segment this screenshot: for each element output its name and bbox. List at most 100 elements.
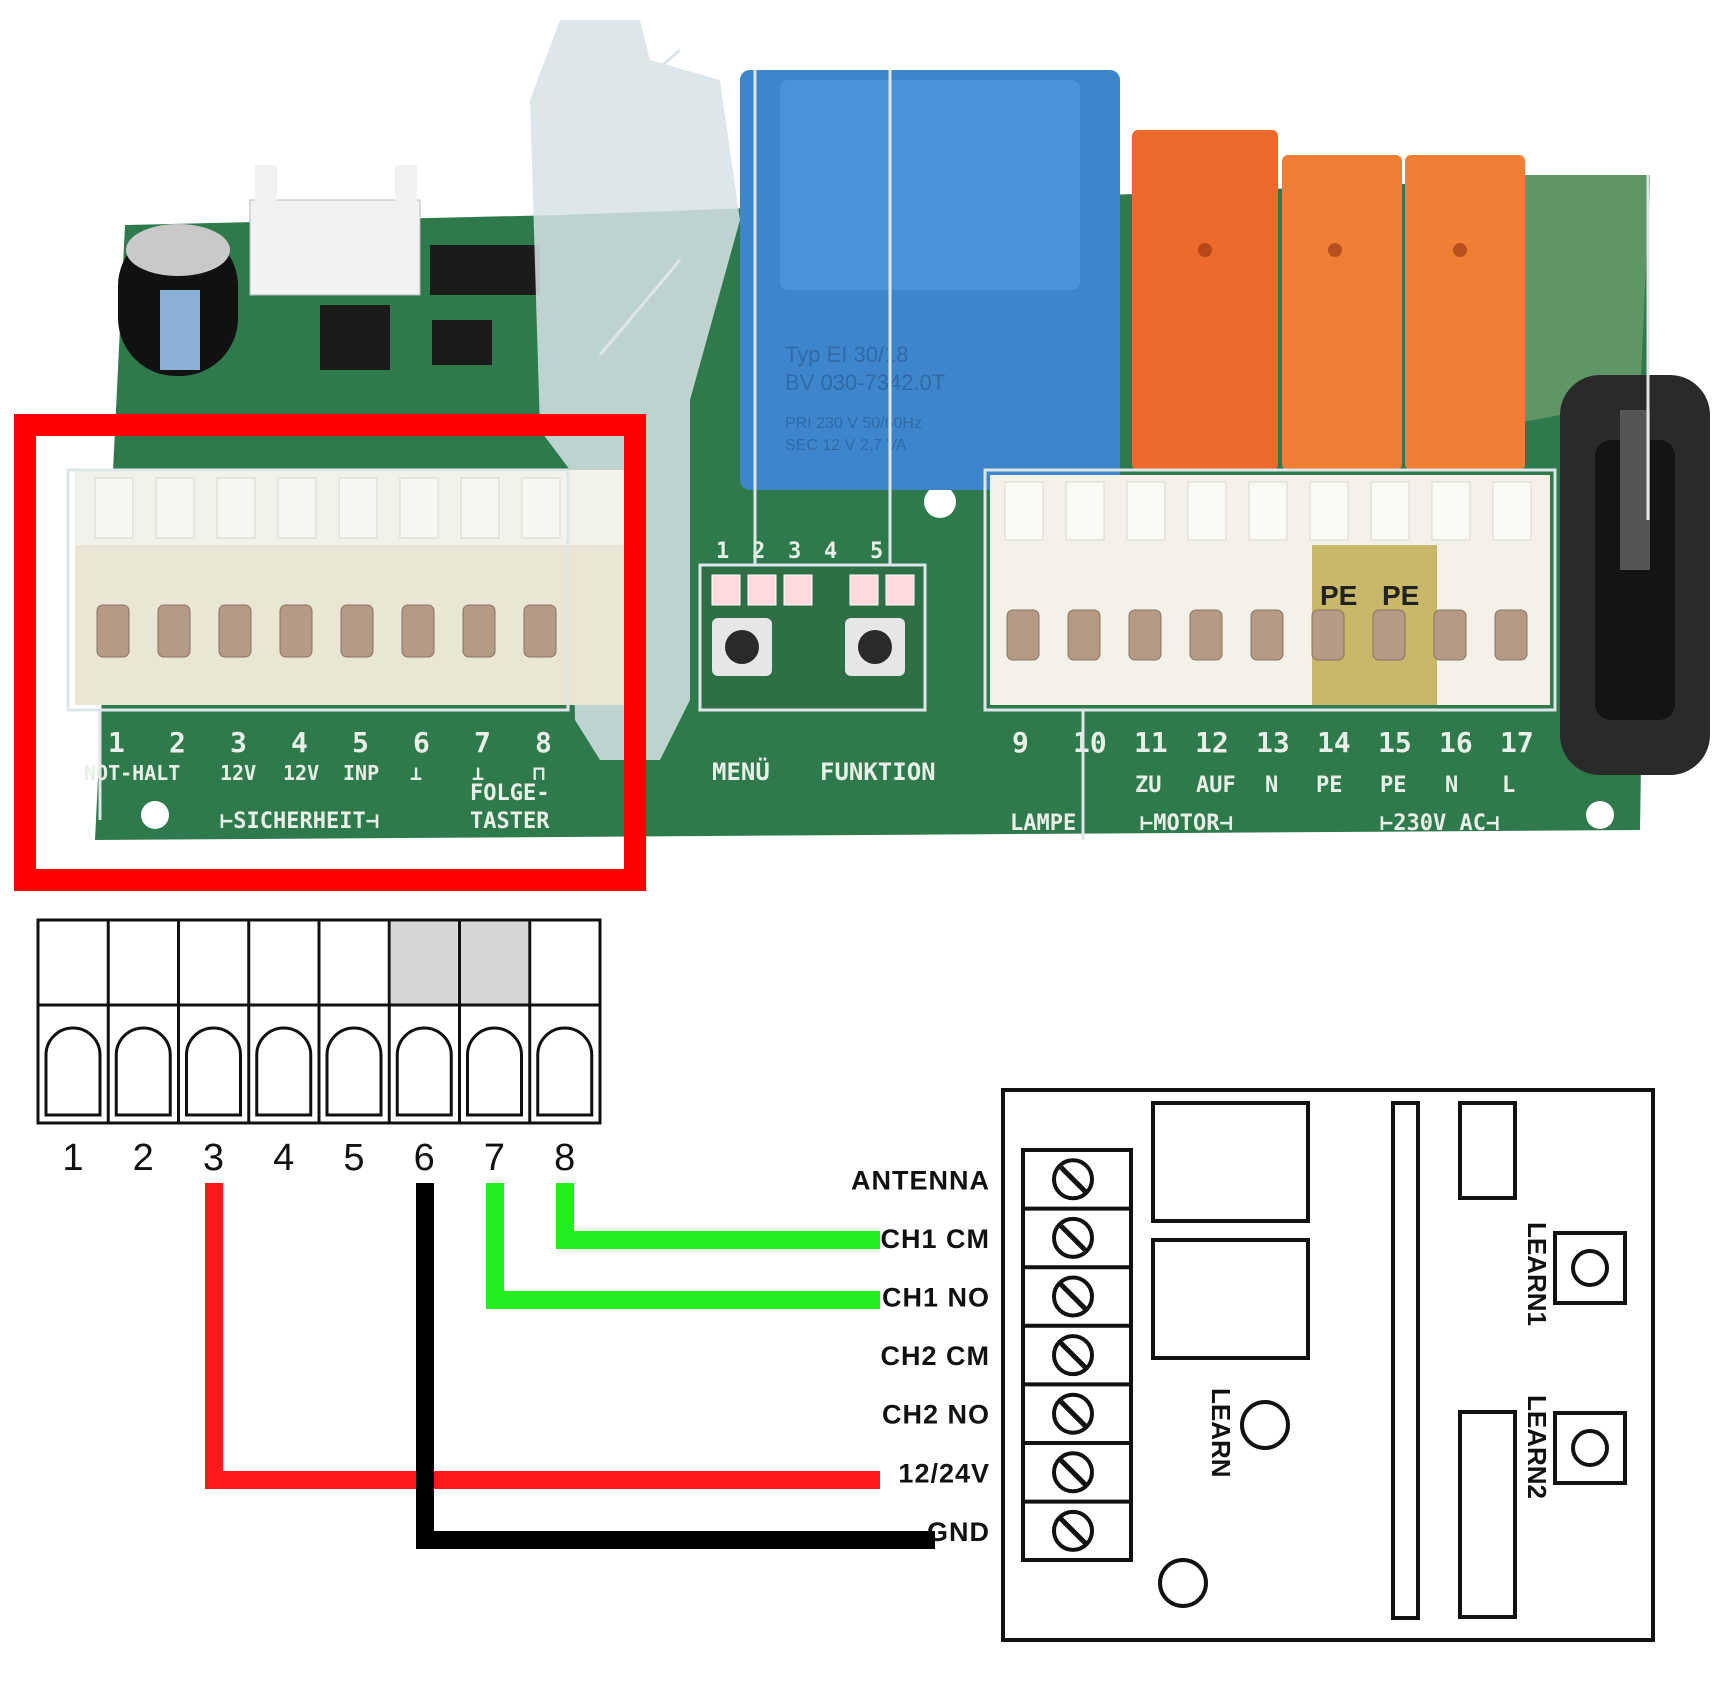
learn1-label: LEARN1 [1522, 1222, 1552, 1326]
board-right-slot [1128, 609, 1162, 661]
board-right-name: PE [1380, 773, 1407, 798]
board-right-slot [1433, 609, 1467, 661]
board-left-slot [218, 604, 252, 658]
board-left-number: 2 [169, 726, 186, 759]
terminal-numbers: 1 2 3 4 5 6 7 8 [62, 1137, 575, 1179]
wire-gnd [416, 1183, 935, 1549]
board-right-slot [1250, 609, 1284, 661]
board-right-name: AUF [1196, 773, 1236, 798]
terminal-number: 1 [62, 1137, 83, 1179]
funktion-label: FUNKTION [820, 758, 936, 786]
transformer-line-1: Typ EI 30/18 [785, 342, 909, 367]
board-right-name: ZU [1135, 773, 1162, 798]
receiver-pin-label: GND [927, 1517, 990, 1547]
led-number: 4 [824, 539, 837, 564]
terminal-slot [325, 1026, 383, 1117]
wires [205, 1183, 935, 1549]
sicherheit-label: ⊢SICHERHEIT⊣ [220, 809, 379, 834]
folge-label: FOLGE- [470, 781, 549, 806]
board-left-slot [279, 604, 313, 658]
board-left-name: INP [343, 761, 379, 785]
board-right-number: 14 [1317, 726, 1351, 759]
board-right-number: 13 [1256, 726, 1290, 759]
terminal-slot [114, 1026, 172, 1117]
learn2-label: LEARN2 [1522, 1395, 1552, 1499]
board-right-name: PE [1316, 773, 1343, 798]
wire-ch1-no [486, 1183, 880, 1309]
lampe-label: LAMPE [1010, 811, 1076, 836]
receiver-pin-label: 12/24V [898, 1458, 990, 1488]
board-left-name: NOT-HALT [84, 761, 180, 785]
board-right-slot [1494, 609, 1528, 661]
board-left-slot [340, 604, 374, 658]
board-left-number: 4 [291, 726, 308, 759]
left-terminal-block [75, 470, 645, 705]
terminal-number: 4 [273, 1137, 294, 1179]
receiver-pin-label: CH2 CM [880, 1341, 990, 1371]
led-number: 5 [870, 539, 883, 564]
terminal-number: 3 [203, 1137, 224, 1179]
right-terminal-block: PE PE [983, 468, 1557, 712]
learn-label: LEARN [1206, 1388, 1236, 1478]
board-right-slot [1189, 609, 1223, 661]
board-left-number: 5 [352, 726, 369, 759]
terminal-slot [536, 1026, 594, 1117]
board-left-name: 12V [220, 761, 256, 785]
taster-label: TASTER [470, 809, 550, 834]
capacitor [118, 224, 238, 376]
led-number: 3 [788, 539, 801, 564]
board-right-number: 15 [1378, 726, 1412, 759]
highlight-box [14, 414, 646, 891]
board-left-slot [157, 604, 191, 658]
receiver-pin-label: ANTENNA [851, 1165, 990, 1195]
board-left-slot [462, 604, 496, 658]
board-left-number: 3 [230, 726, 247, 759]
transformer-line-3: PRI 230 V 50/60Hz [785, 415, 922, 432]
board-right-name: L [1502, 773, 1515, 798]
screw-terminal-block [1021, 1148, 1133, 1562]
learn-button [1240, 1400, 1290, 1450]
board-right-number: 10 [1073, 726, 1107, 759]
board-right-slot [1372, 609, 1406, 661]
board-left-number: 1 [108, 726, 125, 759]
board-right-number: 17 [1500, 726, 1534, 759]
terminal-number: 5 [343, 1137, 364, 1179]
board-right-number: 12 [1195, 726, 1229, 759]
motor-label: ⊢MOTOR⊣ [1140, 811, 1233, 836]
led-number: 1 [716, 539, 729, 564]
board-right-name: N [1445, 773, 1458, 798]
terminal-slot [466, 1026, 523, 1117]
pe-label-1: PE [1320, 580, 1357, 611]
board-right-number: 16 [1439, 726, 1473, 759]
board-left-name: 12V [283, 761, 319, 785]
wire-12v [205, 1183, 880, 1489]
board-right-slot [1006, 609, 1040, 661]
transformer: Typ EI 30/18 BV 030-7342.0T PRI 230 V 50… [740, 70, 1120, 490]
pe-label-2: PE [1382, 580, 1419, 611]
terminal-slot [255, 1026, 313, 1117]
receiver-pin-label: CH1 NO [882, 1283, 990, 1313]
board-right-slot [1067, 609, 1101, 661]
fuse-holder [1560, 375, 1710, 775]
terminal-number: 2 [133, 1137, 154, 1179]
board-left-number: 6 [413, 726, 430, 759]
ac-label: ⊢230V AC⊣ [1380, 811, 1499, 836]
board-right-number: 11 [1134, 726, 1168, 759]
transformer-line-2: BV 030-7342.0T [785, 370, 945, 395]
terminal-number: 8 [554, 1137, 575, 1179]
terminal-slot [395, 1026, 453, 1117]
terminal-strip [36, 918, 602, 1125]
board-right-slot [1311, 609, 1345, 661]
board-left-slot [96, 604, 130, 658]
board-left-slot [523, 604, 557, 658]
terminal-number: 7 [484, 1137, 505, 1179]
board-left-number: 8 [535, 726, 552, 759]
terminal-number: 6 [414, 1137, 435, 1179]
board-left-name: ⊥ [410, 761, 422, 785]
receiver-pin-label: CH1 CM [880, 1224, 990, 1254]
board-left-name: ⊥ [472, 761, 484, 785]
board-right-number: 9 [1012, 726, 1029, 759]
